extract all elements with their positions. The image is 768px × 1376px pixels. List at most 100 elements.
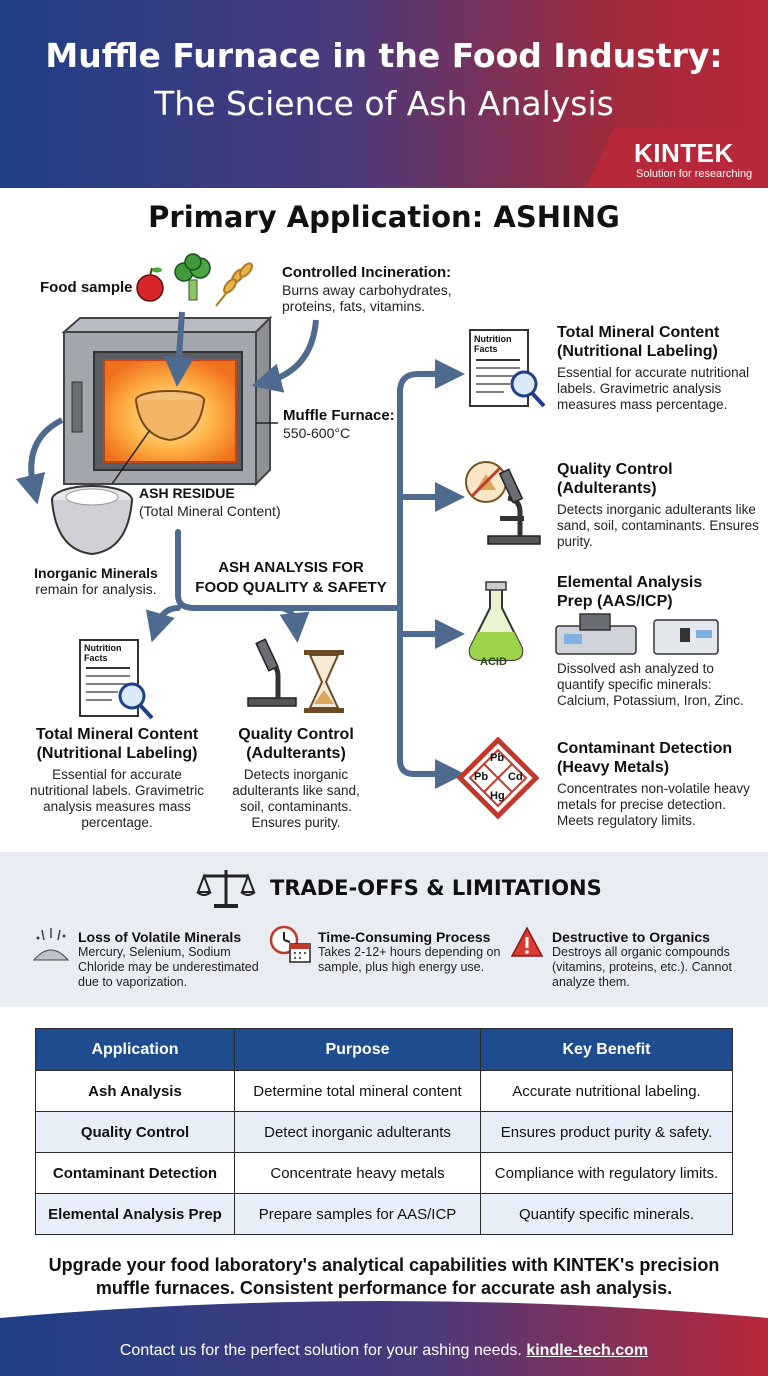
brand-tagline: Solution for researching [636, 168, 753, 180]
heavy-metals-icon [456, 736, 540, 820]
volatile-minerals-icon [32, 928, 70, 961]
tradeoff-title: Loss of Volatile Minerals [78, 929, 242, 945]
table-cell: Detect inorganic adulterants [234, 1111, 481, 1153]
website-link[interactable]: kindle-tech.com [526, 1342, 649, 1359]
brand-logo: KINTEK [634, 138, 734, 168]
item-title-2: (Nutritional Labeling) [557, 343, 718, 360]
right-item-quality-control: Quality Control (Adulterants) Detects in… [557, 460, 762, 550]
table-row: Ash Analysis Determine total mineral con… [35, 1070, 733, 1112]
section-title: Primary Application: ASHING [148, 200, 620, 234]
tradeoff-volatile: Loss of Volatile Minerals Mercury, Selen… [78, 929, 273, 990]
metal-cd: Cd [508, 771, 523, 783]
tradeoff-title: Time-Consuming Process [318, 929, 491, 945]
tradeoff-title: Destructive to Organics [552, 929, 710, 945]
footer-wave [0, 1301, 768, 1376]
item-title-2: Prep (AAS/ICP) [557, 593, 673, 610]
applications-table: Application Purpose Key Benefit Ash Anal… [35, 1028, 733, 1235]
acid-flask-icon [468, 581, 524, 661]
right-item-contaminant-detection: Contaminant Detection (Heavy Metals) Con… [557, 739, 762, 829]
tradeoffs-title: TRADE-OFFS & LIMITATIONS [270, 876, 602, 900]
tradeoff-text: Destroys all organic compounds (vitamins… [552, 945, 732, 989]
inorganic-minerals: Inorganic Minerals remain for analysis. [16, 565, 176, 597]
item-title: Contaminant Detection [557, 740, 733, 757]
item-text: Concentrates non-volatile heavy metals f… [557, 781, 750, 828]
table-cell: Contaminant Detection [35, 1152, 235, 1194]
metal-pb-left: Pb [474, 771, 489, 783]
tradeoff-text: Takes 2-12+ hours depending on sample, p… [318, 945, 501, 974]
food-sample-label: Food sample [40, 279, 133, 296]
nutrition-icon-text: Nutrition Facts [474, 334, 512, 354]
wheat-icon [215, 262, 253, 307]
left-item-mineral-content: Total Mineral Content (Nutritional Label… [22, 725, 212, 831]
warning-icon [510, 926, 544, 957]
ash-bowl-icon [51, 485, 133, 556]
header-banner: Muffle Furnace in the Food Industry: The… [0, 0, 768, 188]
item-text: Dissolved ash analyzed to quantify speci… [557, 661, 744, 708]
minerals-sub: remain for analysis. [35, 581, 157, 597]
nutrition-label-icon [469, 329, 546, 408]
furnace-title: Muffle Furnace: [283, 407, 395, 424]
ash-residue-title: ASH RESIDUE [139, 485, 235, 501]
incineration-text: Burns away carbohydrates, proteins, fats… [282, 282, 452, 314]
item-title: Elemental Analysis [557, 574, 703, 591]
table-header-row: Application Purpose Key Benefit [35, 1028, 733, 1071]
item-text: Essential for accurate nutritional label… [557, 365, 750, 412]
table-row: Contaminant Detection Concentrate heavy … [35, 1152, 733, 1194]
right-item-elemental-analysis: Elemental Analysis Prep (AAS/ICP) Dissol… [557, 573, 762, 709]
footer-text: Contact us for the perfect solution for … [119, 1342, 522, 1359]
metal-hg: Hg [490, 790, 505, 802]
metal-pb-top: Pb [490, 752, 505, 764]
nutrition-label-icon-left [79, 639, 154, 720]
table-cell: Determine total mineral content [234, 1070, 481, 1112]
apple-icon [136, 267, 164, 302]
table-cell: Quality Control [35, 1111, 235, 1153]
page-title: Muffle Furnace in the Food Industry: [45, 36, 723, 75]
item-title-2: (Nutritional Labeling) [36, 745, 198, 762]
table-cell: Quantify specific minerals. [480, 1193, 733, 1235]
column-header-benefit: Key Benefit [480, 1028, 733, 1071]
table-row: Quality Control Detect inorganic adulter… [35, 1111, 733, 1153]
table-cell: Ensures product purity & safety. [480, 1111, 733, 1153]
page-subtitle: The Science of Ash Analysis [154, 84, 614, 123]
balance-scale-icon [196, 870, 256, 908]
microscope-icon-left [247, 638, 297, 707]
table-cell: Concentrate heavy metals [234, 1152, 481, 1194]
tradeoff-time: Time-Consuming Process Takes 2-12+ hours… [318, 929, 503, 975]
furnace-temp: 550-600°C [283, 425, 351, 441]
item-text: Detects inorganic adulterants like sand,… [232, 767, 360, 830]
table-row: Elemental Analysis Prep Prepare samples … [35, 1193, 733, 1235]
center-flow-label: ASH ANALYSIS FOR FOOD QUALITY & SAFETY [186, 558, 396, 598]
cta-line2: muffle furnaces. Consistent performance … [95, 1278, 673, 1298]
center-label-line1: ASH ANALYSIS FOR [218, 559, 364, 576]
left-item-quality-control: Quality Control (Adulterants) Detects in… [226, 725, 366, 831]
table-cell: Accurate nutritional labeling. [480, 1070, 733, 1112]
item-title-2: (Adulterants) [557, 480, 657, 497]
microscope-icon [465, 461, 541, 545]
call-to-action: Upgrade your food laboratory's analytica… [0, 1254, 768, 1300]
clock-calendar-icon [269, 925, 311, 963]
footer-banner: Contact us for the perfect solution for … [0, 1290, 768, 1376]
center-label-line2: FOOD QUALITY & SAFETY [195, 579, 387, 596]
broccoli-icon [174, 253, 211, 301]
cta-line1: Upgrade your food laboratory's analytica… [48, 1255, 720, 1275]
footer-contact: Contact us for the perfect solution for … [0, 1342, 768, 1360]
item-title: Total Mineral Content [35, 726, 199, 743]
item-text: Detects inorganic adulterants like sand,… [557, 502, 759, 549]
ash-residue-sub: (Total Mineral Content) [139, 503, 281, 519]
acid-label: ACID [480, 656, 507, 668]
spectrometer-icon [555, 613, 719, 655]
right-item-mineral-content: Total Mineral Content (Nutritional Label… [557, 323, 762, 413]
tradeoff-destructive: Destructive to Organics Destroys all org… [552, 929, 752, 990]
table-cell: Compliance with regulatory limits. [480, 1152, 733, 1194]
muffle-furnace-icon [61, 315, 273, 487]
tradeoffs-section: TRADE-OFFS & LIMITATIONS Loss of Volatil… [0, 852, 768, 1007]
item-title: Quality Control [557, 461, 673, 478]
item-title-2: (Adulterants) [246, 745, 346, 762]
table-cell: Ash Analysis [35, 1070, 235, 1112]
item-title-2: (Heavy Metals) [557, 759, 670, 776]
brand-badge[interactable]: KINTEK Solution for researching [586, 128, 768, 188]
column-header-purpose: Purpose [234, 1028, 481, 1071]
item-text: Essential for accurate nutritional label… [29, 767, 205, 830]
minerals-title: Inorganic Minerals [34, 565, 158, 581]
hourglass-icon [304, 650, 344, 713]
